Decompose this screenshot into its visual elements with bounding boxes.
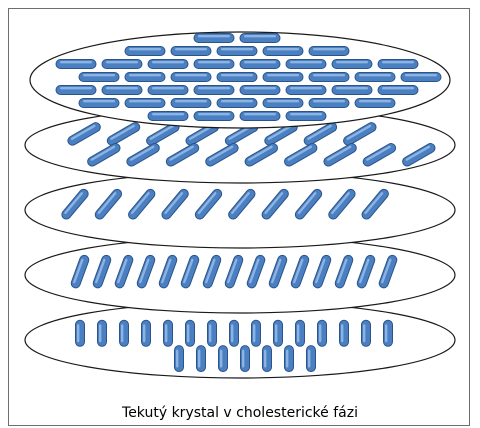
molecule-rod — [340, 320, 349, 346]
molecule-rod — [263, 346, 272, 372]
molecule-rod — [286, 86, 326, 95]
figure-caption: Tekutý krystal v cholesterické fázi — [0, 405, 480, 421]
molecule-rod — [241, 346, 250, 372]
molecule-rod — [171, 47, 211, 56]
molecule-rod — [148, 60, 188, 69]
molecule-rod — [171, 73, 211, 82]
molecule-rod — [230, 320, 239, 346]
layers-group — [25, 32, 455, 378]
molecule-rod — [263, 47, 303, 56]
molecule-rod — [194, 34, 234, 43]
molecule-rod — [125, 47, 165, 56]
molecule-rod — [378, 86, 418, 95]
molecule-rod — [384, 320, 393, 346]
molecule-rod — [263, 99, 303, 108]
molecule-rod — [148, 86, 188, 95]
molecule-rod — [286, 112, 326, 121]
molecule-rod — [197, 346, 206, 372]
molecule-rod — [286, 60, 326, 69]
molecule-rod — [79, 99, 119, 108]
molecule-rod — [217, 99, 257, 108]
molecule-rod — [296, 320, 305, 346]
molecule-rod — [56, 60, 96, 69]
molecule-rod — [125, 73, 165, 82]
molecule-rod — [378, 60, 418, 69]
molecule-rod — [362, 320, 371, 346]
molecule-rod — [175, 346, 184, 372]
molecule-rod — [217, 73, 257, 82]
molecule-rod — [355, 73, 395, 82]
molecule-rod — [194, 112, 234, 121]
molecule-rod — [240, 86, 280, 95]
molecule-rod — [208, 320, 217, 346]
molecule-rod — [148, 112, 188, 121]
molecule-rod — [318, 320, 327, 346]
molecule-rod — [240, 34, 280, 43]
molecule-rod — [79, 73, 119, 82]
molecule-rod — [217, 47, 257, 56]
molecule-rod — [164, 320, 173, 346]
molecule-rod — [252, 320, 261, 346]
molecule-rod — [263, 73, 303, 82]
molecule-rod — [76, 320, 85, 346]
molecule-rod — [120, 320, 129, 346]
molecule-rod — [102, 86, 142, 95]
molecule-rod — [307, 346, 316, 372]
liquid-crystal-layer-5-top — [30, 32, 450, 128]
cholesteric-liquid-crystal-diagram — [0, 0, 480, 400]
molecule-rod — [285, 346, 294, 372]
molecule-rod — [309, 73, 349, 82]
molecule-rod — [309, 99, 349, 108]
molecule-rod — [102, 60, 142, 69]
molecule-rod — [309, 47, 349, 56]
molecule-rod — [240, 112, 280, 121]
molecule-rod — [355, 99, 395, 108]
molecule-rod — [194, 86, 234, 95]
molecule-rod — [56, 86, 96, 95]
molecule-rod — [194, 60, 234, 69]
molecule-rod — [186, 320, 195, 346]
molecule-rod — [401, 73, 441, 82]
molecule-rod — [332, 60, 372, 69]
molecule-rod — [332, 86, 372, 95]
molecule-rod — [171, 99, 211, 108]
molecule-rod — [125, 99, 165, 108]
molecule-rod — [240, 60, 280, 69]
molecule-rod — [142, 320, 151, 346]
molecule-rod — [274, 320, 283, 346]
molecule-rod — [219, 346, 228, 372]
molecule-rod — [98, 320, 107, 346]
